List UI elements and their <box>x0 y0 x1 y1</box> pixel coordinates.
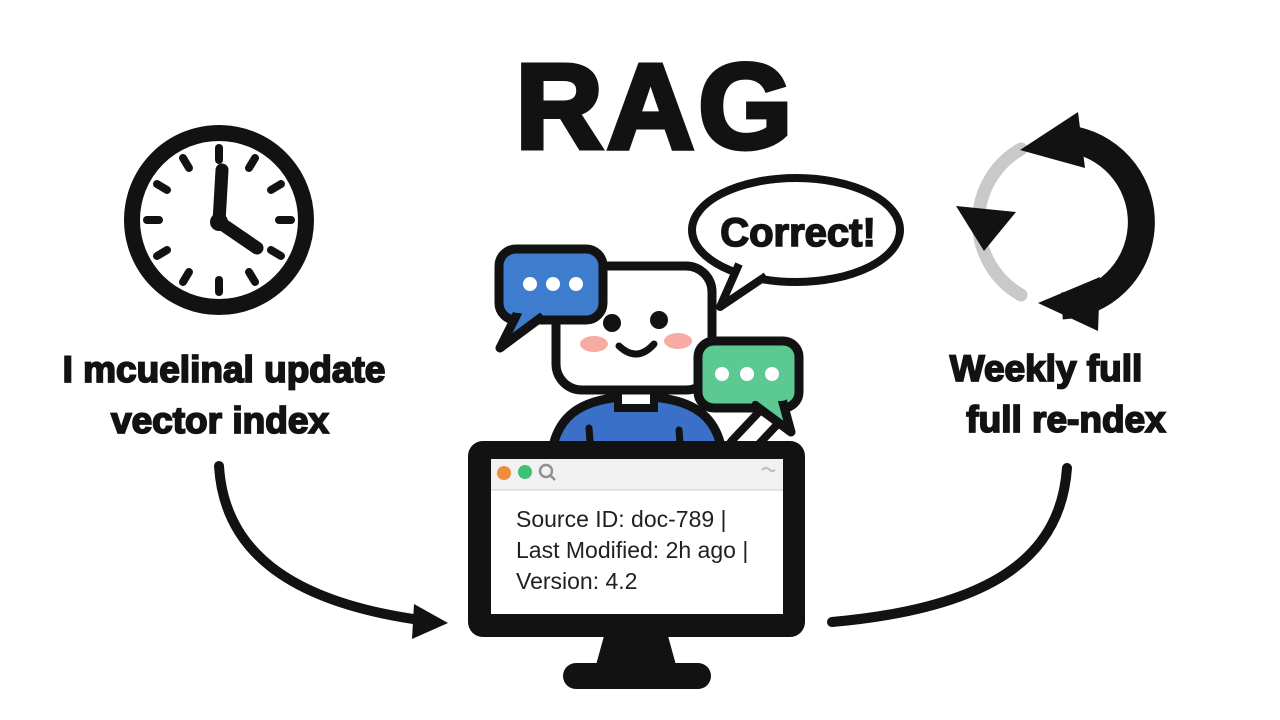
right-eye <box>650 311 668 329</box>
left-caption-line2: vector index <box>111 400 329 441</box>
page-title: RAG <box>516 38 797 174</box>
search-icon[interactable] <box>538 463 556 481</box>
monitor-stand-neck <box>596 636 676 665</box>
screen-line-2: Last Modified: 2h ago | <box>516 537 748 563</box>
left-curved-arrow <box>214 461 448 639</box>
toolbar-squiggle <box>761 467 776 472</box>
smile <box>615 340 658 358</box>
screen-line-1: Source ID: doc-789 | <box>516 506 727 532</box>
typing-dots-bubble-green-icon <box>693 336 804 437</box>
refresh-cycle-icon <box>956 112 1155 331</box>
character-face <box>580 311 692 358</box>
clock-ticks <box>143 144 295 296</box>
collar-marks <box>585 424 684 447</box>
right-caption-line1: Weekly full <box>950 348 1143 389</box>
window-control-green-dot[interactable] <box>518 465 532 479</box>
monitor-icon: Source ID: doc-789 | Last Modified: 2h a… <box>468 441 805 689</box>
browser-toolbar <box>491 459 783 491</box>
refresh-arrowhead-left <box>956 206 1016 251</box>
right-curved-arrow <box>827 463 1072 627</box>
screen-metadata: Source ID: doc-789 | Last Modified: 2h a… <box>516 506 748 594</box>
clock-icon <box>124 125 314 315</box>
right-cheek <box>664 333 692 349</box>
left-caption-line1: I mcuelinal update <box>63 349 386 390</box>
right-caption: Weekly full full re-ndex <box>949 347 1167 441</box>
refresh-arrowhead-top <box>1020 112 1085 168</box>
correct-speech-balloon: Correct! <box>688 174 904 311</box>
window-control-orange-dot[interactable] <box>497 466 511 480</box>
left-arrowhead <box>412 604 448 639</box>
right-caption-line2: full re-ndex <box>966 399 1166 440</box>
correct-label: Correct! <box>720 211 876 255</box>
monitor-stand-base <box>563 663 711 689</box>
typing-dots-bubble-blue-icon <box>494 244 608 353</box>
left-caption: I mcuelinal update vector index <box>62 348 387 442</box>
left-eye <box>603 314 621 332</box>
screen-line-3: Version: 4.2 <box>516 568 637 594</box>
left-cheek <box>580 336 608 352</box>
refresh-arrowhead-bottom <box>1038 277 1100 331</box>
